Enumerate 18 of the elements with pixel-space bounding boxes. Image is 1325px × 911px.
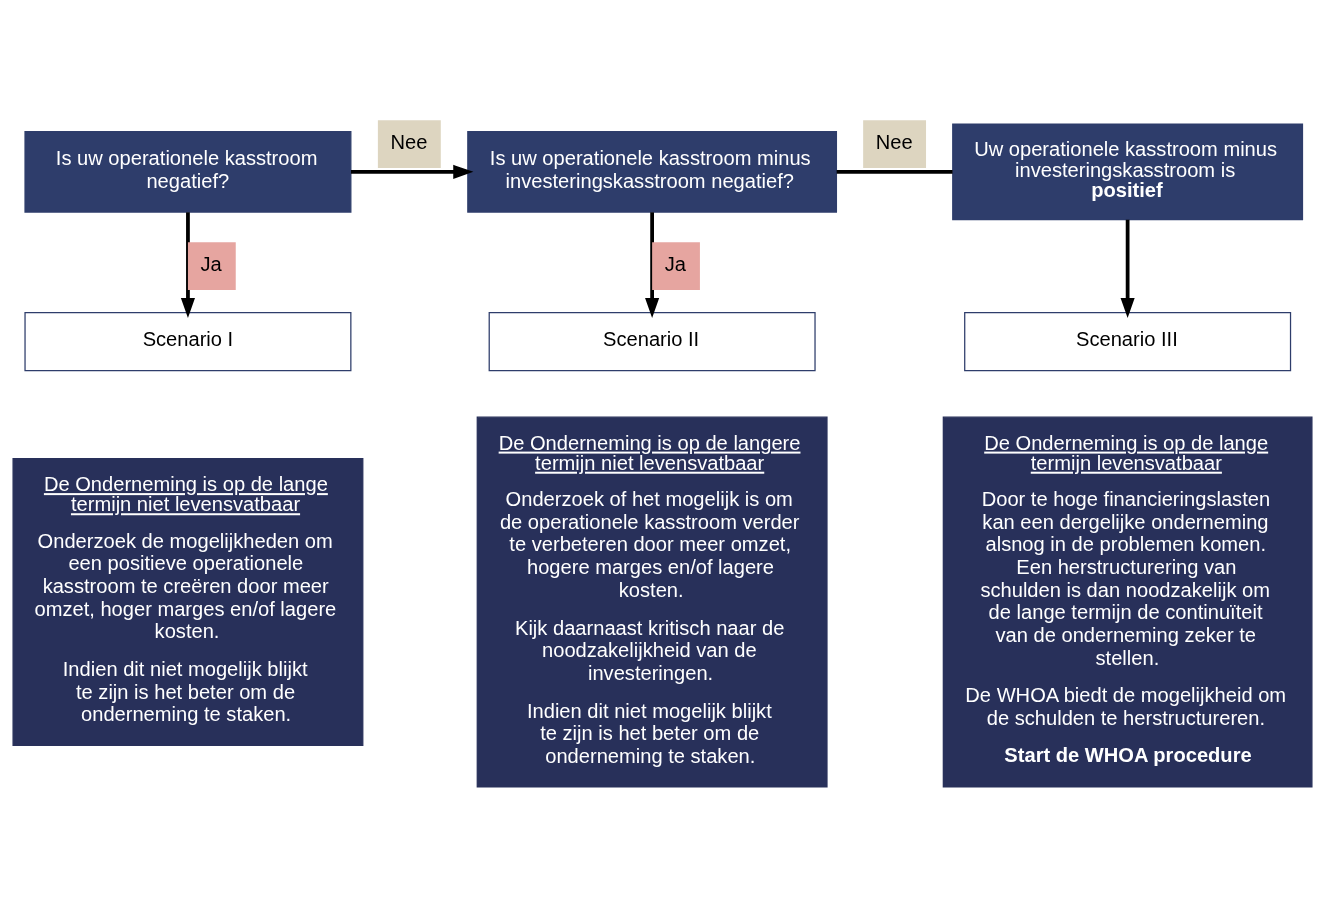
node-box: Scenario II [488,312,816,372]
node-box: De Onderneming is op de lange termijn levensvatbaar Door te hoge financieringslasten kan een dergelijke onderneming alsnog in de problemen komen. Een herstructurering van schulden is dan noodzakelijk om de lange termijn de continuïteit van de onderneming zeker te stellen. De WHOA biedt de mogelijkheid om de schulden te herstructureren. Start de WHOA procedure [942,416,1313,788]
node-box: De Onderneming is op de lange termijn niet levensvatbaar Onderzoek de mogelijkheden om een positieve operationele kasstroom te creëren door meer omzet, hoger marges en/of lagere kosten. Indien dit niet mogelijk blijkt te zijn is het beter om de onderneming te staken. [12,458,364,747]
edge-label: Nee [390,130,428,153]
node-box: Is uw operationele kasstroom minus investeringskasstroom negatief? [467,130,838,213]
arrow [1120,219,1135,319]
arrow [350,164,474,179]
connector [836,169,953,174]
node-box: De Onderneming is op de langere termijn niet levensvatbaar Onderzoek of het mogelijk is om de operationele kasstroom verder te verbeteren door meer omzet, hogere marges en/of lagere kosten. Kijk daarnaast kritisch naar de noodzakelijkheid van de investeringen. Indien dit niet mogelijk blijkt te zijn is het beter om de onderneming te staken. [476,416,828,788]
arrow [180,212,195,319]
node-box: Is uw operationele kasstroom negatief? [24,130,352,213]
node-box: Uw operationele kasstroom minus investeringskasstroom is positief [952,123,1304,221]
arrow [645,212,660,319]
node-box: Scenario I [24,312,352,372]
edge-label: Ja [664,252,686,275]
edge-label: Ja [200,252,222,275]
edge-label: Nee [875,130,913,153]
node-box: Scenario III [964,312,1292,372]
